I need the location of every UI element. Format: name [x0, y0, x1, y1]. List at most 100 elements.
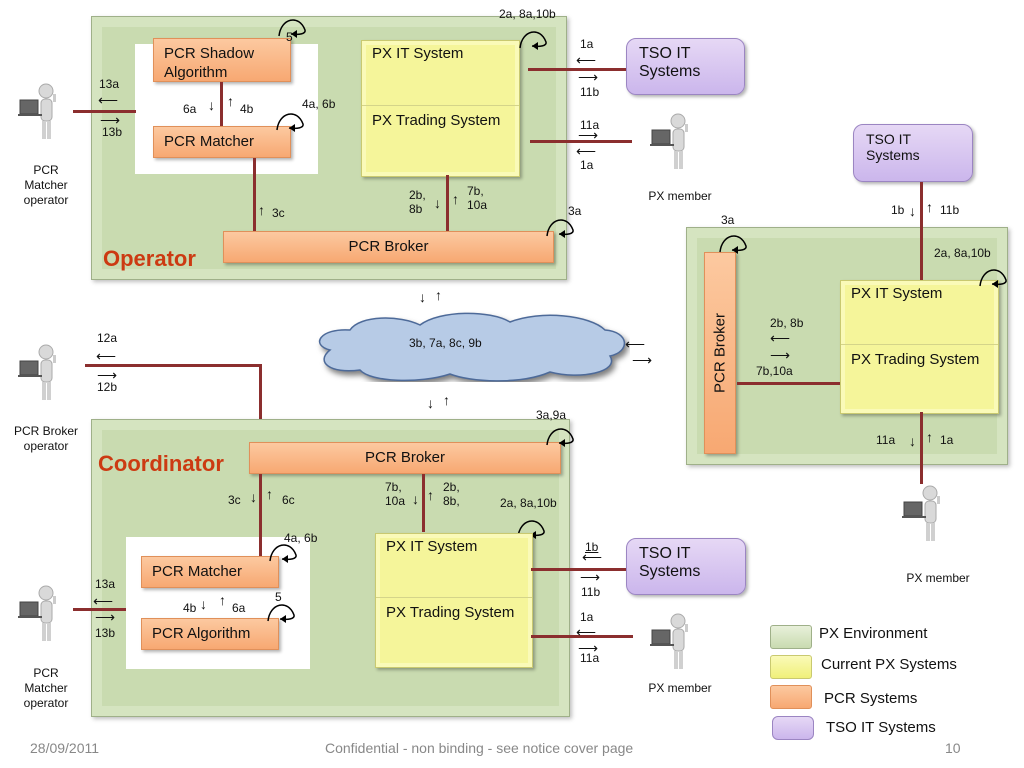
up-arrow-icon: ↑ — [227, 93, 234, 109]
left-arrow-icon: ⟵ — [93, 593, 114, 609]
operator-px-trading-system[interactable]: PX Trading System — [372, 112, 501, 129]
coord-operator-caption: PCR Matcher operator — [23, 666, 69, 710]
broker-operator-caption: PCR Broker operator — [13, 424, 78, 453]
operator-title: Operator — [103, 246, 196, 271]
up-arrow-icon: ↑ — [452, 191, 459, 207]
coord-label-2a8a10b: 2a, 8a,10b — [500, 496, 557, 510]
coord-label-6c: 6c — [282, 493, 295, 507]
operator-label-1a-member: 1a — [580, 158, 594, 172]
coord-px-it-system[interactable]: PX IT System — [376, 534, 532, 598]
left-arrow-icon: ⟵ — [98, 92, 119, 108]
coord-label-12a: 12a — [97, 331, 118, 345]
right-px-it-system[interactable]: PX IT System — [841, 281, 998, 345]
coord-label-12b: 12b — [97, 380, 118, 394]
left-arrow-icon: ⟵ — [576, 143, 597, 159]
right-label-1b: 1b — [891, 203, 905, 217]
up-arrow-icon: ↑ — [926, 429, 933, 445]
operator-px-systems: PX IT System PX Trading System — [361, 40, 520, 177]
cloud-label: 3b, 7a, 8c, 9b — [409, 336, 482, 350]
coord-label-11b: 11b — [581, 585, 601, 599]
legend-label-px-systems: Current PX Systems — [821, 656, 957, 673]
coordinator-pcr-matcher[interactable]: PCR Matcher — [141, 556, 279, 588]
coord-label-1b: 1b — [585, 540, 599, 554]
right-arrow-icon: ⟶ — [632, 352, 653, 368]
operator-pxit-loop-icon — [518, 28, 548, 50]
down-arrow-icon: ↓ — [250, 489, 257, 505]
right-pcr-broker[interactable]: PCR Broker — [704, 252, 736, 454]
legend-label-pcr-systems: PCR Systems — [824, 690, 918, 707]
right-broker-loop-icon — [718, 232, 748, 254]
right-label-11a: 11a — [876, 433, 896, 447]
coordinator-pcr-broker[interactable]: PCR Broker — [249, 442, 561, 474]
operator-tso-link — [528, 68, 626, 71]
px-member-person-icon — [648, 612, 698, 672]
coord-broker-loop-icon — [545, 425, 575, 447]
operator-tso-it-systems[interactable]: TSO IT Systems — [626, 38, 745, 95]
legend-swatch-pcr-systems — [770, 685, 812, 709]
operator-label-2b8b: 2b, 8b — [409, 188, 426, 216]
pcr-matcher-operator-person-icon — [16, 82, 66, 142]
left-arrow-icon: ⟵ — [582, 549, 603, 565]
coordinator-px-systems: PX IT System PX Trading System — [375, 533, 533, 668]
right-arrow-icon: ⟶ — [97, 367, 118, 383]
operator-member-link — [530, 140, 632, 143]
left-arrow-icon: ⟵ — [625, 336, 646, 352]
coord-member-link — [531, 635, 633, 638]
right-member-caption: PX member — [906, 571, 970, 585]
right-tso-it-systems[interactable]: TSO IT Systems — [853, 124, 973, 182]
up-arrow-icon: ↑ — [219, 592, 226, 608]
operator-person-caption: PCR Matcher operator — [23, 163, 69, 207]
coord-label-3a9a: 3a,9a — [536, 408, 567, 422]
operator-label-4b: 4b — [240, 102, 254, 116]
down-arrow-icon: ↓ — [909, 203, 916, 219]
right-px-systems: PX IT System PX Trading System — [840, 280, 999, 414]
down-arrow-icon: ↓ — [200, 596, 207, 612]
up-arrow-icon: ↑ — [435, 287, 442, 303]
legend-swatch-px-systems — [770, 655, 812, 679]
right-label-2a8a10b: 2a, 8a,10b — [934, 246, 991, 260]
legend-label-tso-systems: TSO IT Systems — [826, 719, 936, 736]
coordinator-title: Coordinator — [98, 451, 224, 476]
down-arrow-icon: ↓ — [419, 289, 426, 305]
coord-label-7b10a: 7b, 10a — [385, 480, 406, 508]
right-arrow-icon: ⟶ — [578, 640, 599, 656]
left-arrow-icon: ⟵ — [96, 348, 117, 364]
coord-broker-matcher-link — [259, 474, 262, 558]
operator-pcr-shadow-algorithm[interactable]: PCR Shadow Algorithm — [153, 38, 291, 82]
operator-person-link — [73, 110, 136, 113]
right-arrow-icon: ⟶ — [100, 112, 121, 128]
coord-broker-px-link — [422, 474, 425, 532]
operator-label-11b: 11b — [580, 85, 600, 99]
down-arrow-icon: ↓ — [434, 195, 441, 211]
coord-operator-link — [73, 608, 126, 611]
right-arrow-icon: ⟶ — [578, 69, 599, 85]
right-member-link — [920, 412, 923, 484]
operator-label-7b10a: 7b, 10a — [467, 184, 488, 212]
coord-label-13a: 13a — [95, 577, 116, 591]
right-broker-px-link — [737, 382, 840, 385]
left-arrow-icon: ⟵ — [576, 624, 597, 640]
down-arrow-icon: ↓ — [427, 395, 434, 411]
down-arrow-icon: ↓ — [909, 433, 916, 449]
coord-label-4a6b: 4a, 6b — [284, 531, 318, 545]
coord-tso-it-systems[interactable]: TSO IT Systems — [626, 538, 746, 595]
coord-algorithm-loop-icon — [266, 601, 296, 623]
pcr-broker-operator-person-icon — [16, 343, 66, 403]
operator-pcr-broker[interactable]: PCR Broker — [223, 231, 554, 263]
px-member-person-icon — [648, 112, 698, 172]
legend-label-px-environment: PX Environment — [819, 625, 928, 642]
operator-label-5: 5 — [286, 30, 293, 44]
coord-label-11a: 11a — [580, 651, 600, 665]
operator-px-it-system[interactable]: PX IT System — [362, 41, 519, 106]
right-arrow-icon: ⟶ — [578, 127, 599, 143]
coordinator-pcr-algorithm[interactable]: PCR Algorithm — [141, 618, 279, 650]
coord-tso-link — [531, 568, 626, 571]
operator-label-13b: 13b — [102, 125, 123, 139]
coord-label-13b: 13b — [95, 626, 116, 640]
right-label-2b8b: 2b, 8b — [770, 316, 804, 330]
right-pxit-loop-icon — [978, 266, 1008, 288]
operator-member-caption: PX member — [648, 189, 712, 203]
coord-px-trading-system[interactable]: PX Trading System — [386, 604, 515, 621]
right-px-trading-system[interactable]: PX Trading System — [851, 351, 980, 368]
operator-pcr-matcher[interactable]: PCR Matcher — [153, 126, 291, 158]
